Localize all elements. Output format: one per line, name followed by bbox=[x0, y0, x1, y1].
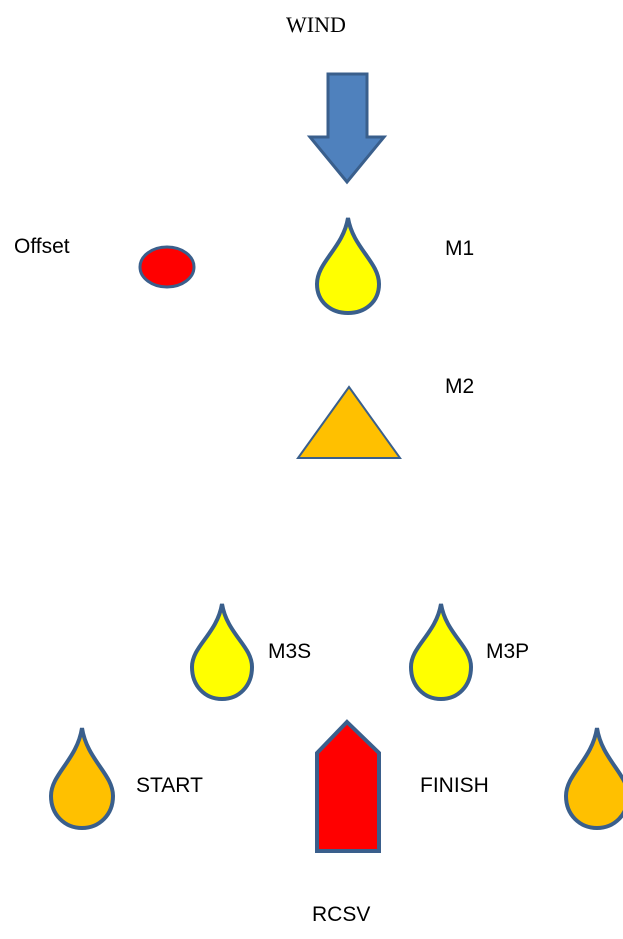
wind-arrow-icon bbox=[306, 72, 388, 185]
finish-label: FINISH bbox=[420, 774, 489, 797]
committee-boat-label: RCSV bbox=[312, 903, 371, 926]
m1-label: M1 bbox=[445, 237, 475, 260]
m3p-buoy-icon bbox=[408, 603, 474, 702]
pin-buoy-icon bbox=[563, 727, 623, 831]
m2-label: M2 bbox=[445, 375, 475, 398]
m1-buoy-icon bbox=[314, 217, 382, 316]
start-label: START bbox=[136, 774, 203, 797]
offset-label: Offset bbox=[14, 235, 70, 258]
m3s-buoy-icon bbox=[189, 603, 255, 702]
offset-mark-icon bbox=[138, 245, 196, 289]
m3s-label: M3S bbox=[268, 640, 312, 663]
committee-boat-icon bbox=[315, 719, 381, 853]
m2-triangle-icon bbox=[296, 385, 402, 459]
m3p-label: M3P bbox=[486, 640, 530, 663]
start-buoy-icon bbox=[48, 727, 116, 831]
wind-label: WIND bbox=[286, 12, 346, 37]
